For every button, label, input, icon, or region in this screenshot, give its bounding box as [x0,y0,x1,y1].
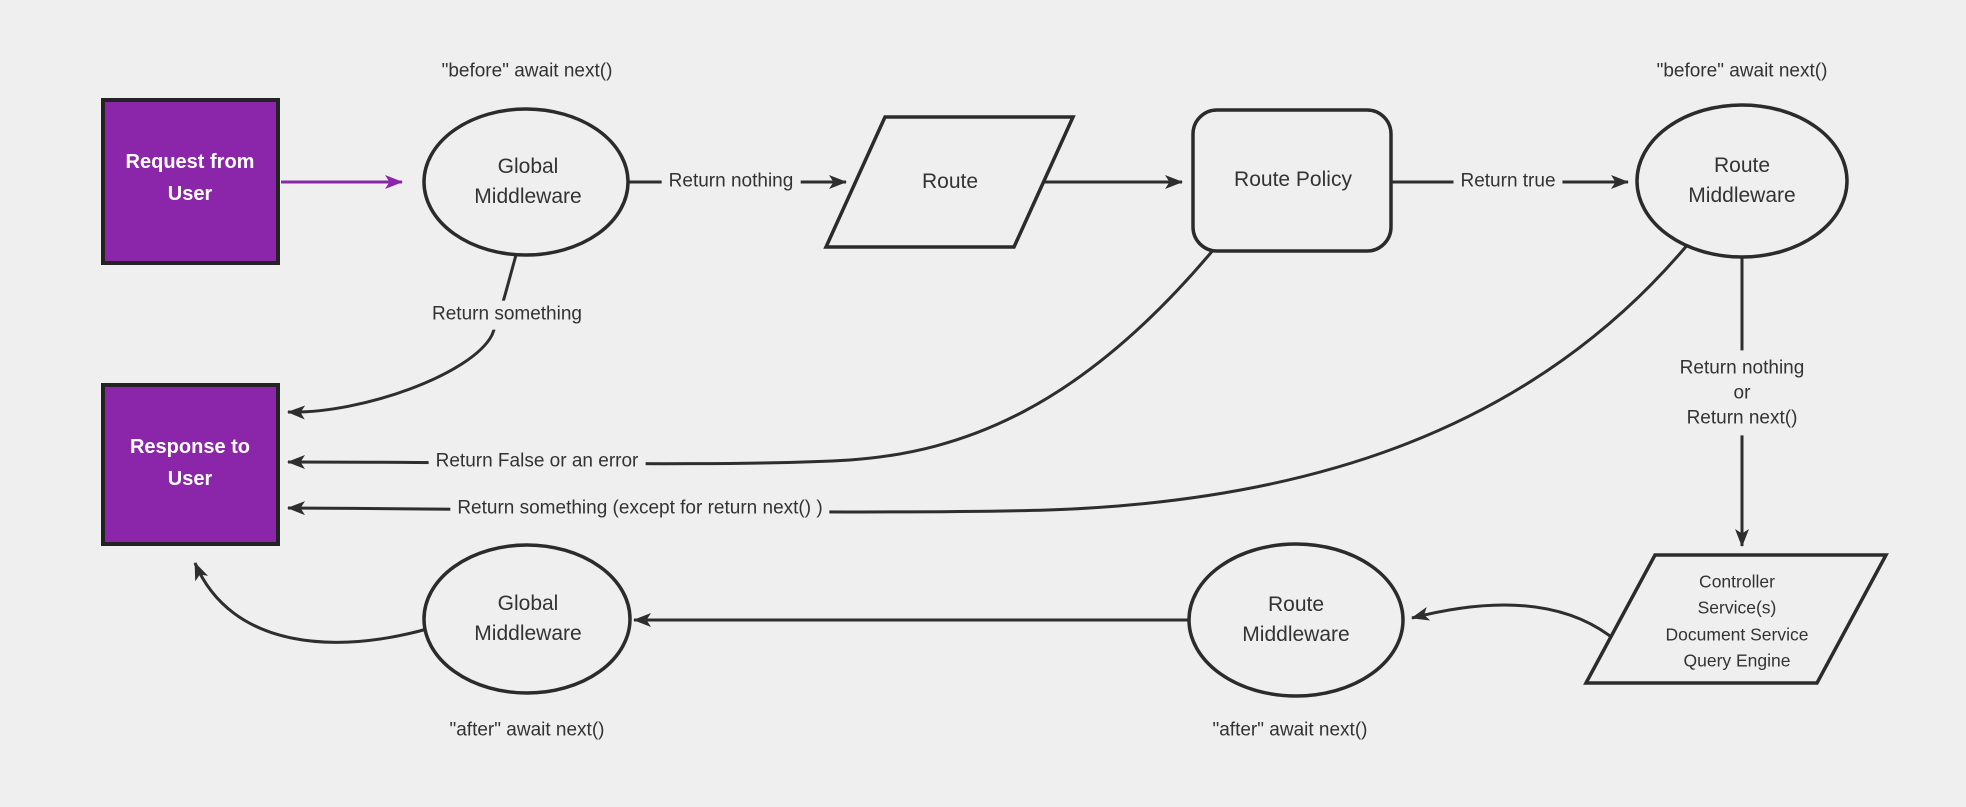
response-to-user-label: Response to User [129,436,251,490]
node-controller-parallelogram [1583,553,1889,685]
route-middleware-top-label: Route Middleware [1688,154,1796,207]
node-response-to-user-box [101,383,280,546]
node-global-middleware-top-ellipse [422,107,630,257]
route-policy-label: Route Policy [1234,168,1352,192]
return-false-or-error-label: Return False or an error [428,447,646,477]
controller-services-label: Controller Service(s) Document Service Q… [1665,571,1809,671]
node-route-policy-rect [1191,108,1393,253]
node-route-middleware-top-ellipse [1635,103,1849,259]
node-global-middleware-bottom-ellipse [422,543,632,695]
global-middleware-bottom-label: Global Middleware [474,592,582,645]
return-something-except-label: Return something (except for return next… [450,494,830,524]
after-await-next-left-label: "after" await next() [442,716,612,746]
edge-return-something-to-response [287,254,518,420]
before-await-next-left-label: "before" await next() [434,57,620,87]
return-nothing-label: Return nothing [661,167,801,197]
before-await-next-right-label: "before" await next() [1649,57,1835,87]
after-await-next-right-label: "after" await next() [1205,716,1375,746]
return-true-label: Return true [1453,167,1563,197]
node-request-from-user-box [101,98,280,265]
return-something-label: Return something [425,300,589,330]
route-middleware-bottom-label: Route Middleware [1242,593,1350,646]
global-middleware-top-label: Global Middleware [474,155,582,208]
edge-controller-to-route-middleware-bottom [1411,603,1611,638]
request-from-user-label: Request from User [125,151,255,205]
edge-route-policy-false-to-response [287,248,1216,470]
node-route-parallelogram [823,115,1076,249]
route-label: Route [921,170,979,194]
node-route-middleware-bottom-ellipse [1187,542,1405,698]
edge-global-middleware-bottom-to-response [193,562,428,644]
return-nothing-or-next-label: Return nothing or Return next() [1670,350,1814,436]
